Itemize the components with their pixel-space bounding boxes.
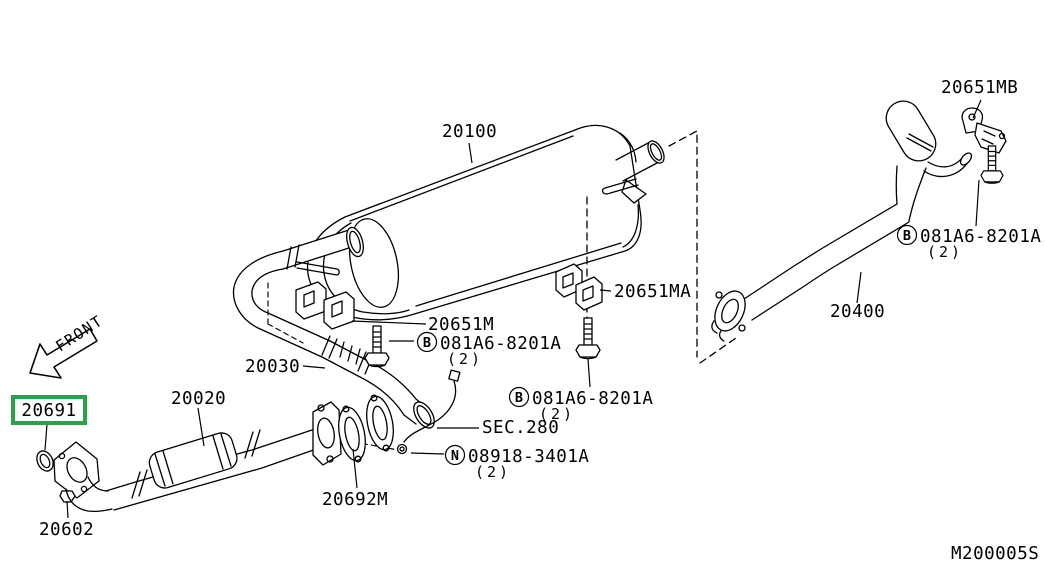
section-reference-label[interactable]: SEC.280 xyxy=(482,418,559,438)
callout-sec280[interactable]: SEC.280 xyxy=(437,418,559,438)
part-number-label[interactable]: 20400 xyxy=(830,302,885,322)
quantity-label: (2) xyxy=(475,463,511,481)
circled-b-icon xyxy=(508,386,530,408)
part-number-label[interactable]: 20100 xyxy=(442,122,497,142)
hardware-code-label[interactable]: 081A6-8201A xyxy=(440,334,561,354)
part-number-label[interactable]: 20651MA xyxy=(614,282,691,302)
nut-drawing xyxy=(396,443,408,455)
part-number-label[interactable]: 20030 xyxy=(245,357,300,377)
muffler-drawing xyxy=(306,124,665,321)
quantity-label: (2) xyxy=(447,350,483,368)
part-number-label[interactable]: 20692M xyxy=(322,490,388,510)
hardware-code-label[interactable]: 081A6-8201A xyxy=(532,389,653,409)
callout-bolt-right[interactable]: B 081A6-8201A (2) xyxy=(896,179,1042,261)
part-number-label-selected[interactable]: 20691 xyxy=(21,401,76,421)
insulator-callout-dashes xyxy=(267,282,304,344)
part-number-label[interactable]: 20651MB xyxy=(941,78,1018,98)
callouts: FRONT 20100 20020 20030 20400 20691 2060… xyxy=(11,78,1042,564)
circled-b-icon xyxy=(416,331,438,353)
callout-20651MB[interactable]: 20651MB xyxy=(941,78,1018,119)
front-direction-arrow-icon xyxy=(29,328,98,379)
hardware-code-label[interactable]: 081A6-8201A xyxy=(920,227,1041,247)
mounting-insulator-a-drawing xyxy=(555,263,603,311)
line-art xyxy=(29,100,1007,513)
section-divider-dashed-line xyxy=(668,130,698,358)
hardware-symbol: B xyxy=(903,228,911,244)
gasket-drawing xyxy=(338,394,394,463)
callout-20020[interactable]: 20020 xyxy=(171,389,226,447)
callout-bolt-lower[interactable]: B 081A6-8201A (2) xyxy=(508,358,654,423)
hardware-code-label[interactable]: 08918-3401A xyxy=(468,447,589,467)
callout-20100[interactable]: 20100 xyxy=(442,122,497,164)
mounting-insulator-drawing xyxy=(295,281,355,330)
center-tube-drawing xyxy=(232,226,435,429)
callout-nut[interactable]: N 08918-3401A (2) xyxy=(410,444,589,482)
sensor-harness-drawing xyxy=(396,369,461,455)
drawing-code-label: M200005S xyxy=(951,544,1039,564)
quantity-label: (2) xyxy=(927,243,963,261)
callout-20030[interactable]: 20030 xyxy=(245,357,326,377)
callout-20602[interactable]: 20602 xyxy=(39,500,94,540)
hardware-symbol: B xyxy=(515,390,523,406)
clamp-nut-drawing xyxy=(59,490,76,503)
hardware-symbol: B xyxy=(423,335,431,351)
part-number-label[interactable]: 20651M xyxy=(428,315,494,335)
part-number-label[interactable]: 20602 xyxy=(39,520,94,540)
callout-bolt-middle[interactable]: B 081A6-8201A (2) xyxy=(389,331,561,369)
callout-20651M[interactable]: 20651M xyxy=(351,315,494,335)
callout-20691-highlighted[interactable]: 20691 xyxy=(11,395,87,451)
flange-align-dashed-line xyxy=(699,337,737,364)
rear-tube-drawing xyxy=(711,100,973,342)
callout-20692M[interactable]: 20692M xyxy=(322,448,388,510)
circled-b-icon xyxy=(896,224,918,246)
front-tube-drawing xyxy=(36,401,342,513)
bolt-icon xyxy=(575,317,601,360)
ring-gasket-drawing xyxy=(36,450,54,472)
mounting-insulator-b-drawing xyxy=(961,107,1007,154)
circled-n-icon xyxy=(444,444,466,466)
callout-20400[interactable]: 20400 xyxy=(830,271,885,322)
bolt-icon xyxy=(364,325,390,368)
quantity-label: (2) xyxy=(539,405,575,423)
part-number-label[interactable]: 20020 xyxy=(171,389,226,409)
callout-20651MA[interactable]: 20651MA xyxy=(599,282,691,302)
hardware-symbol: N xyxy=(451,448,459,464)
highlight-box xyxy=(11,395,87,425)
